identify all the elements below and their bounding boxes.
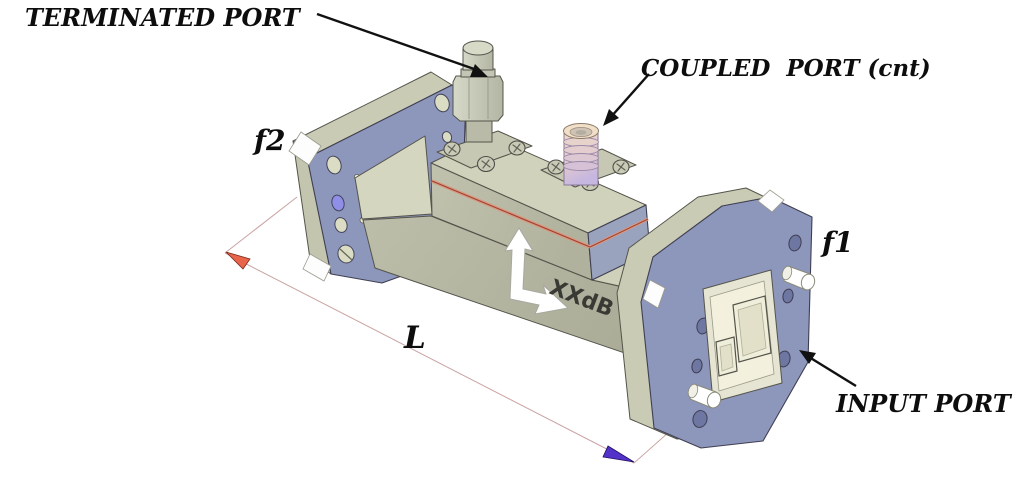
coupled-port-arrow xyxy=(609,73,650,119)
f2-label: f2 xyxy=(252,124,286,157)
flange-f1-chamfer-top xyxy=(757,189,785,213)
dimension-line xyxy=(224,252,635,464)
bolt-hole xyxy=(788,234,802,252)
termination-cap-top xyxy=(462,40,494,56)
screw xyxy=(612,159,630,175)
gasket-seam-end-core xyxy=(589,218,649,248)
screw xyxy=(476,155,496,173)
screw xyxy=(508,140,526,156)
aperture-opening-step-inner xyxy=(719,343,734,372)
bolt-hole xyxy=(782,288,794,304)
input-port-arrow xyxy=(808,355,857,388)
coupling-bent-arrow xyxy=(504,227,570,315)
terminated-port-arrow xyxy=(316,12,478,72)
bolt-hole xyxy=(692,410,708,428)
input-port-arrowhead xyxy=(799,350,816,364)
coupled-port-label: COUPLED PORT (cnt) xyxy=(641,55,931,82)
alignment-pin-bottom xyxy=(687,383,722,409)
screw xyxy=(443,141,461,157)
flange-f2-chamfer-bottom xyxy=(302,253,332,282)
gasket-seam-front-core xyxy=(431,180,591,248)
flange-f1-chamfer-left xyxy=(642,279,666,309)
dimension-arrowhead-purple xyxy=(602,445,635,463)
length-label: L xyxy=(403,320,426,356)
bolt-hole xyxy=(334,217,348,233)
screw xyxy=(547,159,565,175)
input-port-label: INPUT PORT xyxy=(835,389,1013,418)
coupled-port-arrowhead xyxy=(603,109,619,126)
annotation-arrows xyxy=(316,12,857,388)
terminated-port-arrowhead xyxy=(470,64,488,77)
terminated-port-connector xyxy=(452,40,504,143)
alignment-pin-top xyxy=(781,265,816,291)
sma-center-contact xyxy=(575,130,587,135)
witness-line-left xyxy=(224,196,298,254)
connector-neck xyxy=(465,117,493,143)
bolt-hole xyxy=(434,93,450,113)
aperture-opening-main-inner xyxy=(737,302,767,357)
coupled-port-connector xyxy=(563,123,599,186)
waveguide-aperture xyxy=(702,269,783,403)
flange-f1 xyxy=(616,187,816,449)
flange-f2-chamfer-top xyxy=(288,131,322,166)
screw-slot xyxy=(339,248,353,261)
bolt-hole xyxy=(691,358,703,374)
f1-label: f1 xyxy=(820,226,854,259)
dimension-arrowhead-red xyxy=(225,251,251,270)
terminated-port-label: TERMINATED PORT xyxy=(25,3,302,32)
violet-hole xyxy=(331,194,345,212)
bolt-hole xyxy=(326,155,342,175)
connector-hex-body xyxy=(452,75,504,122)
sma-threads xyxy=(563,137,599,171)
